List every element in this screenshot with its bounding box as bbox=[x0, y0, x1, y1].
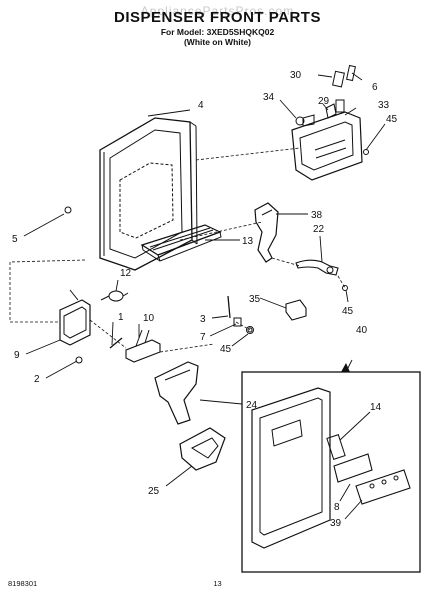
model-number: For Model: 3XED5SHQKQ02 bbox=[160, 27, 275, 37]
part-13-drip-tray bbox=[140, 224, 222, 262]
callout-22: 22 bbox=[313, 224, 325, 235]
callout-5: 5 bbox=[12, 234, 18, 245]
callout-1: 1 bbox=[118, 312, 124, 323]
callout-39: 39 bbox=[330, 518, 342, 529]
callout-24: 24 bbox=[246, 400, 258, 411]
part-25-shroud bbox=[179, 427, 226, 471]
callout-38: 38 bbox=[311, 210, 323, 221]
callout-40: 40 bbox=[356, 325, 368, 336]
part-24-chute bbox=[154, 361, 199, 425]
part-40-panel-assembly bbox=[241, 371, 421, 573]
callout-25: 25 bbox=[148, 486, 160, 497]
page-number: 13 bbox=[213, 579, 222, 588]
callout-45-lower-left: 45 bbox=[220, 344, 232, 355]
callout-29: 29 bbox=[318, 96, 330, 107]
callout-9: 9 bbox=[14, 350, 20, 361]
callout-33: 33 bbox=[378, 100, 390, 111]
callout-7: 7 bbox=[200, 332, 206, 343]
part-3-spring bbox=[227, 295, 254, 334]
callout-3: 3 bbox=[200, 314, 206, 325]
part-4-frame bbox=[99, 117, 198, 271]
part-12-solenoid bbox=[100, 290, 129, 302]
callout-4: 4 bbox=[198, 100, 204, 111]
part-9-switch-box bbox=[59, 289, 91, 346]
screws bbox=[64, 149, 369, 364]
upper-housing-assembly bbox=[291, 64, 363, 181]
callout-45-upper-right: 45 bbox=[386, 114, 398, 125]
page-title: DISPENSER FRONT PARTS bbox=[114, 9, 321, 26]
watermark: AppliancePartsPros.com bbox=[140, 4, 295, 18]
callout-13: 13 bbox=[242, 236, 254, 247]
callout-34: 34 bbox=[263, 92, 275, 103]
part-38-lever bbox=[254, 202, 279, 263]
callout-6: 6 bbox=[372, 82, 378, 93]
callout-12: 12 bbox=[120, 268, 132, 279]
callout-8: 8 bbox=[334, 502, 340, 513]
part-22-actuator bbox=[295, 259, 339, 276]
dashed-assembly-lines bbox=[9, 147, 346, 353]
model-subtitle: For Model: 3XED5SHQKQ02 (White on White) bbox=[0, 27, 435, 47]
callout-10: 10 bbox=[143, 313, 155, 324]
part-10-bracket bbox=[125, 329, 161, 363]
arrow-40 bbox=[341, 363, 350, 372]
color-note: (White on White) bbox=[183, 37, 252, 47]
document-number: 8198301 bbox=[8, 579, 38, 588]
callout-2: 2 bbox=[34, 374, 40, 385]
part-1-pin bbox=[109, 337, 123, 349]
part-35-connector bbox=[285, 299, 307, 321]
callout-30: 30 bbox=[290, 70, 302, 81]
callout-45-middle-right: 45 bbox=[342, 306, 354, 317]
callout-14: 14 bbox=[370, 402, 382, 413]
callout-35: 35 bbox=[249, 294, 261, 305]
